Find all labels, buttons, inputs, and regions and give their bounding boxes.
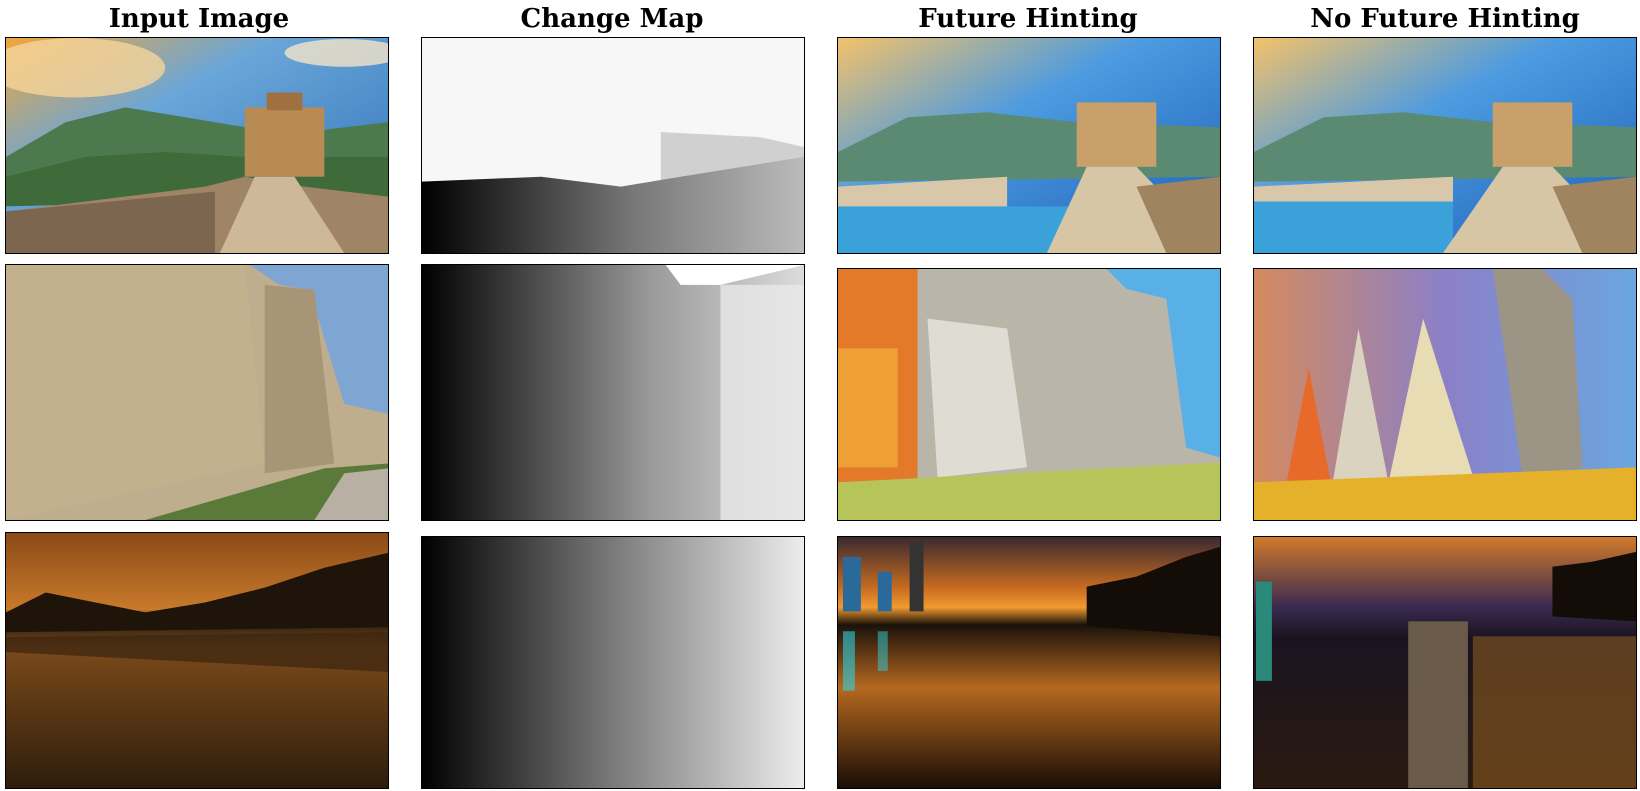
header-future-hinting: Future Hinting xyxy=(918,4,1138,34)
header-change-map: Change Map xyxy=(520,4,704,34)
row3-input-image xyxy=(5,532,389,789)
row1-input-image xyxy=(5,37,389,254)
row1-future-hinting xyxy=(837,37,1221,254)
row2-no-future-hinting xyxy=(1253,268,1637,521)
row1-no-future-hinting xyxy=(1253,37,1637,254)
row2-input-image xyxy=(5,264,389,521)
header-input-image: Input Image xyxy=(108,4,290,34)
row3-no-future-hinting xyxy=(1253,536,1637,789)
row3-future-hinting xyxy=(837,536,1221,789)
row1-change-map xyxy=(421,37,805,254)
row3-change-map xyxy=(421,536,805,789)
row2-change-map xyxy=(421,264,805,521)
header-no-future-hinting: No Future Hinting xyxy=(1310,4,1580,34)
row2-future-hinting xyxy=(837,268,1221,521)
